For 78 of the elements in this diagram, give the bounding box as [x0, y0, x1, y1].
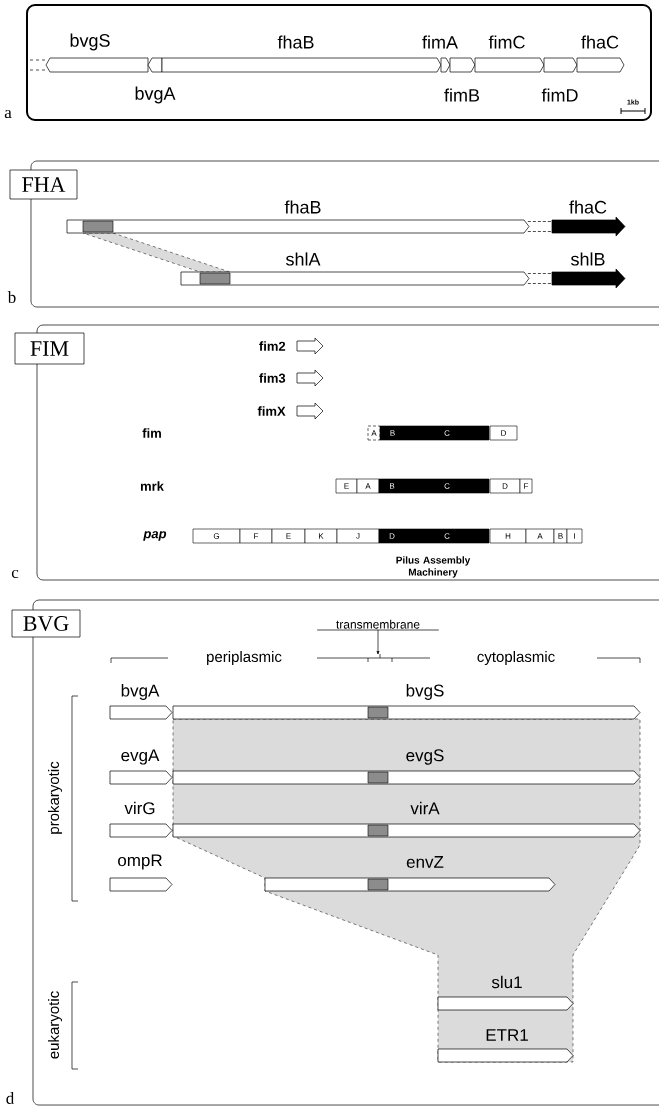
region-label: prokaryotic [48, 761, 62, 834]
gene-block: bvgS [172, 684, 641, 720]
gene-box: J [336, 528, 380, 544]
node-label: evgS [406, 749, 444, 765]
node-label: shlB [571, 252, 605, 266]
gene-block: shlA [180, 252, 530, 286]
node-label: FHA [22, 177, 66, 192]
node-label: fim2 [259, 341, 286, 351]
node-label: fhaB [277, 35, 314, 49]
node-label: ompR [118, 854, 162, 870]
gene-box: A [367, 425, 381, 441]
gene-block: fhaC [551, 200, 626, 237]
gap-line [527, 283, 554, 284]
gene-block: fhaC [576, 35, 625, 73]
gap-line [527, 221, 554, 222]
leader-line [376, 629, 380, 655]
node-label: fimA [422, 35, 458, 49]
node-label: slu1 [491, 975, 522, 989]
node-label: ETR1 [486, 1029, 528, 1041]
node-label: fhaC [581, 35, 619, 49]
gene-box: D [489, 425, 518, 441]
gene-block: ETR1 [437, 1029, 574, 1063]
node-label: fimX [257, 406, 286, 416]
row-label: fim [142, 428, 161, 438]
gene-box: D [378, 528, 406, 544]
node-label: fim3 [259, 373, 286, 383]
gene-box: F [239, 528, 273, 544]
gene-box: E [271, 528, 306, 544]
gene-box: I [566, 528, 583, 544]
node-label: fimB [444, 88, 480, 102]
node-label: fimD [541, 88, 578, 102]
gene-block: bvgA [109, 684, 173, 720]
region-label: cytoplasmic [477, 651, 555, 665]
gene-box: B [378, 478, 406, 494]
gene-box: H [489, 528, 527, 544]
gene-block: evgA [109, 749, 173, 785]
caption-text: Pilus Assembly Machinery [396, 556, 471, 578]
gene-box: F [519, 478, 533, 494]
node-label: bvgS [70, 33, 110, 51]
row-label: pap [143, 531, 167, 541]
gene-box: B [379, 425, 406, 441]
panel-letter: c [11, 569, 19, 579]
gene-block: virA [172, 801, 641, 838]
node-label: virA [410, 801, 440, 815]
node-label: fimC [488, 35, 525, 49]
panel-letter: a [4, 109, 12, 119]
gene-block: shlB [551, 252, 626, 289]
panel-frame [26, 4, 652, 121]
gene-block: fhaB [66, 200, 530, 234]
gap-line [527, 273, 554, 274]
panel-letter: b [7, 291, 16, 303]
node-label: evgA [121, 749, 160, 765]
gene-block: envZ [264, 856, 556, 892]
gap-line [527, 231, 554, 232]
node-label: bvgA [121, 684, 160, 700]
node-label: BVG [23, 616, 69, 631]
gene-block: fim3 [259, 369, 324, 387]
callout-label: transmembrane [316, 619, 440, 631]
gene-box: K [304, 528, 338, 544]
node-label: fhaC [569, 200, 607, 214]
gene-block: slu1 [437, 975, 574, 1011]
node-label: bvgA [135, 86, 176, 104]
node-label: shlA [286, 252, 321, 266]
gene-block: evgS [172, 749, 641, 785]
region-label: eukaryotic [48, 991, 62, 1059]
node-label: virG [124, 801, 155, 815]
region-label: periplasmic [207, 651, 282, 665]
gene-box: G [192, 528, 241, 544]
node-label: bvgS [406, 684, 444, 700]
node-label: envZ [406, 856, 444, 868]
gene-box: E [335, 478, 358, 494]
gene-block: fim2 [259, 337, 324, 355]
gene-box: A [356, 478, 380, 494]
node-label: fhaB [284, 200, 321, 214]
row-label: mrk [140, 481, 164, 491]
gene-block: fimX [257, 402, 324, 420]
gene-block: virG [109, 801, 173, 838]
gene-block: ompR [109, 854, 173, 892]
